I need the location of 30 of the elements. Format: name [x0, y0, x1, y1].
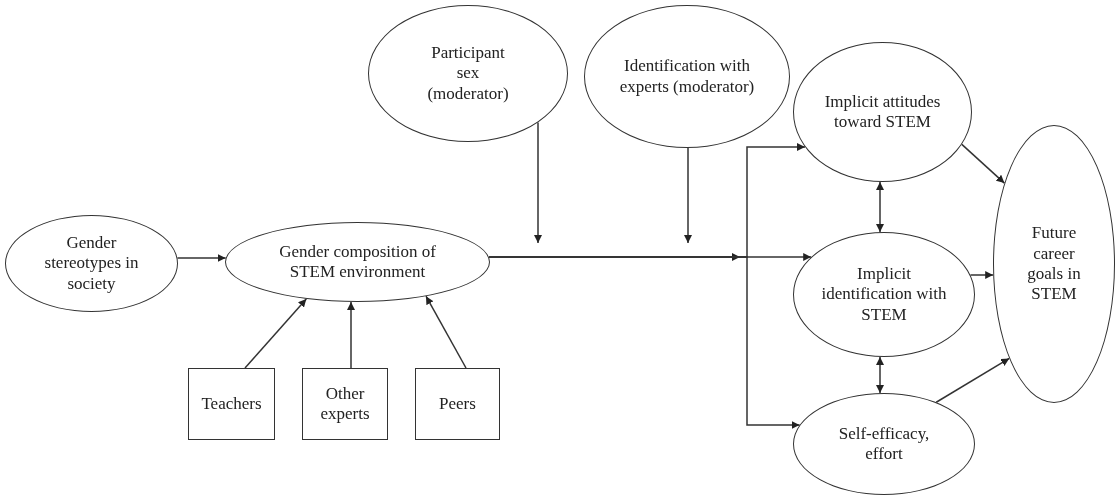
ellipse-node [584, 5, 790, 148]
arrow [684, 147, 692, 244]
node-label: Gender composition of STEM environment [278, 241, 437, 283]
node-label: Implicit attitudes toward STEM [823, 91, 942, 133]
arrow [935, 357, 1010, 403]
arrow [176, 254, 227, 262]
arrow [425, 295, 467, 369]
arrow [488, 256, 801, 429]
node-label: Teachers [201, 393, 262, 415]
arrow [534, 121, 542, 244]
node-label: Participant sex (moderator) [426, 42, 510, 105]
node-label: Gender stereotypes in society [43, 232, 140, 295]
node-label: Future career goals in STEM [1026, 223, 1082, 305]
node-label: Peers [439, 393, 476, 415]
node-label: Implicit identification with STEM [820, 263, 948, 326]
ellipse-node [793, 232, 975, 357]
box-node [415, 368, 500, 440]
node-label: Identification with experts (moderator) [618, 56, 756, 97]
node-label: Self-efficacy, effort [837, 423, 931, 465]
ellipse-node [368, 5, 568, 142]
arrow [244, 298, 308, 369]
box-node [188, 368, 275, 440]
box-node [302, 368, 388, 440]
arrow [961, 143, 1006, 184]
ellipse-node [5, 215, 178, 312]
node-label: Other experts [319, 383, 371, 425]
arrow [347, 301, 355, 369]
arrow [876, 181, 884, 233]
arrow [876, 356, 884, 394]
arrow [969, 271, 994, 279]
